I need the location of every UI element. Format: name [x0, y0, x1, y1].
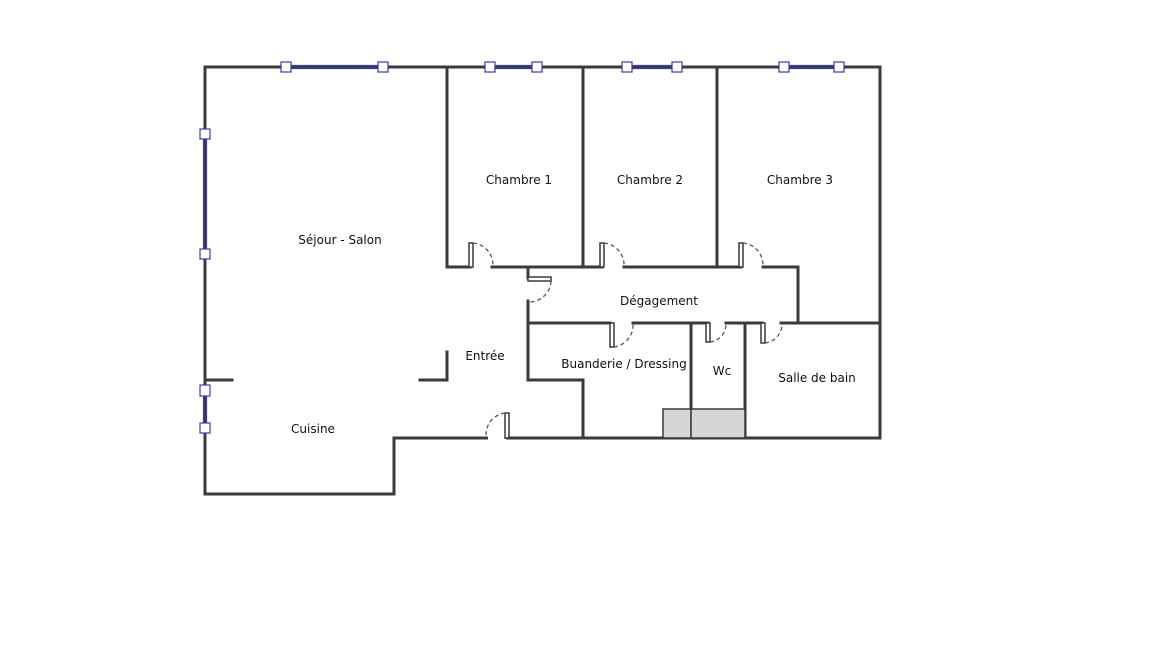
- sanitary-fixtures: [662, 408, 746, 439]
- doors: [468, 242, 783, 439]
- label-sejour: Séjour - Salon: [298, 233, 381, 247]
- window-chambre-1: [484, 61, 543, 73]
- label-salle-de-bain: Salle de bain: [778, 371, 856, 385]
- door-degagement[interactable]: [527, 276, 552, 303]
- label-degagement: Dégagement: [620, 294, 698, 308]
- label-cuisine: Cuisine: [291, 422, 335, 436]
- door-wc[interactable]: [705, 322, 727, 343]
- room-labels: Séjour - Salon Chambre 1 Chambre 2 Chamb…: [291, 173, 856, 436]
- door-chambre-2[interactable]: [599, 242, 625, 268]
- window-cuisine: [199, 384, 211, 434]
- window-chambre-2: [621, 61, 683, 73]
- label-buanderie: Buanderie / Dressing: [561, 357, 686, 371]
- door-chambre-1[interactable]: [468, 242, 494, 268]
- door-salle-de-bain[interactable]: [760, 322, 783, 344]
- fixture-buanderie: [662, 408, 692, 439]
- label-entree: Entrée: [465, 349, 504, 363]
- label-chambre-2: Chambre 2: [617, 173, 683, 187]
- window-chambre-3: [778, 61, 845, 73]
- label-wc: Wc: [713, 364, 731, 378]
- label-chambre-1: Chambre 1: [486, 173, 552, 187]
- windows: [199, 61, 845, 434]
- door-entree[interactable]: [485, 412, 510, 439]
- door-chambre-3[interactable]: [738, 242, 764, 268]
- fixture-wc: [690, 408, 746, 439]
- window-sejour-left: [199, 128, 211, 260]
- door-buanderie[interactable]: [609, 322, 634, 348]
- entry-door-gap: [488, 435, 506, 441]
- window-sejour-top: [280, 61, 389, 73]
- label-chambre-3: Chambre 3: [767, 173, 833, 187]
